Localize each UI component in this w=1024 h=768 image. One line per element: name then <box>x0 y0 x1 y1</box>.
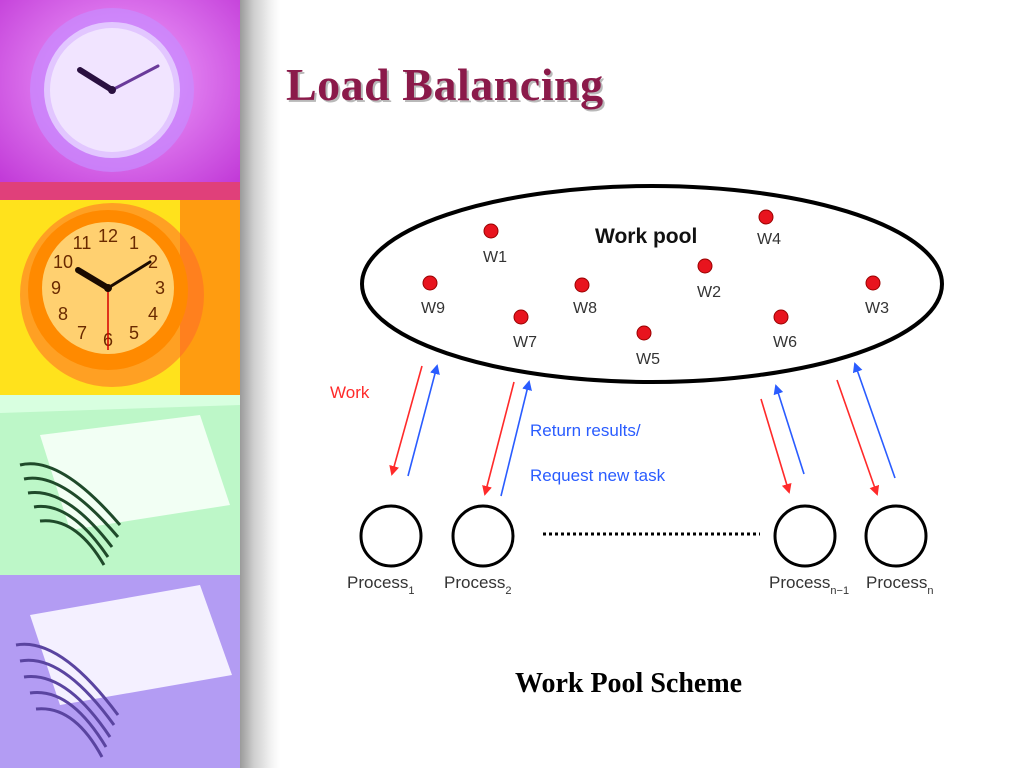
process-n-label: Processn <box>866 573 934 597</box>
process-2-node <box>451 504 515 568</box>
task-W6: W6 <box>773 309 797 351</box>
clock-digit: 1 <box>129 233 139 253</box>
task-W7: W7 <box>513 309 537 351</box>
clock-digit: 7 <box>77 323 87 343</box>
task-label: W9 <box>421 300 445 317</box>
clock-digit: 2 <box>148 252 158 272</box>
task-label: W2 <box>697 284 721 301</box>
process-2-label: Process2 <box>444 573 512 597</box>
task-W5: W5 <box>636 325 660 368</box>
clock-digit: 5 <box>129 323 139 343</box>
task-W1: W1 <box>483 223 507 266</box>
clock-digit: 9 <box>51 278 61 298</box>
task-label: W4 <box>757 231 781 248</box>
strip-shadow <box>240 0 280 768</box>
clock-digit: 8 <box>58 304 68 324</box>
return-arrow-1 <box>407 364 440 477</box>
work-arrow-n-1 <box>760 398 792 494</box>
papers-green-icon <box>0 395 240 575</box>
work-arrow-1 <box>389 365 423 476</box>
work-arrow-n <box>836 379 880 496</box>
clock-digit: 3 <box>155 278 165 298</box>
return-results-label: Return results/ <box>530 421 641 440</box>
papers-lavender-icon <box>0 575 240 768</box>
task-label: W5 <box>636 351 660 368</box>
task-W3: W3 <box>865 275 889 317</box>
task-label: W1 <box>483 249 507 266</box>
process-1-node <box>359 504 423 568</box>
slide-title: Load Balancing <box>286 59 604 110</box>
decorative-image-strip: 121234567891011 <box>0 0 240 768</box>
clock-orange-icon: 121234567891011 <box>0 200 240 395</box>
process-n-1-node <box>773 504 837 568</box>
task-W8: W8 <box>573 277 597 317</box>
return-arrow-n-1 <box>773 384 805 475</box>
request-new-task-label: Request new task <box>530 466 666 485</box>
task-W9: W9 <box>421 275 445 317</box>
clock-digit: 4 <box>148 304 158 324</box>
process-n-1-label: Processn−1 <box>769 573 849 597</box>
diagram-caption: Work Pool Scheme <box>515 668 743 699</box>
process-n-node <box>864 504 928 568</box>
task-W4: W4 <box>757 209 781 248</box>
process-1-label: Process1 <box>347 573 415 597</box>
clock-digit: 12 <box>98 226 118 246</box>
task-label: W7 <box>513 334 537 351</box>
task-W2: W2 <box>697 258 721 301</box>
work-arrow-2 <box>482 381 515 496</box>
clock-purple-icon <box>0 0 240 200</box>
task-label: W8 <box>573 300 597 317</box>
task-label: W6 <box>773 334 797 351</box>
return-arrow-2 <box>500 380 532 497</box>
work-pool-ellipse <box>360 184 944 384</box>
return-arrow-n <box>852 362 896 479</box>
task-label: W3 <box>865 300 889 317</box>
work-pool-diagram: Work pool W1 W4 W2 W9 W8 W3 W7 W6 W5 <box>330 184 944 597</box>
work-label: Work <box>330 383 370 402</box>
clock-digit: 10 <box>53 252 73 272</box>
work-pool-label: Work pool <box>595 225 697 248</box>
clock-digit: 11 <box>73 233 92 253</box>
